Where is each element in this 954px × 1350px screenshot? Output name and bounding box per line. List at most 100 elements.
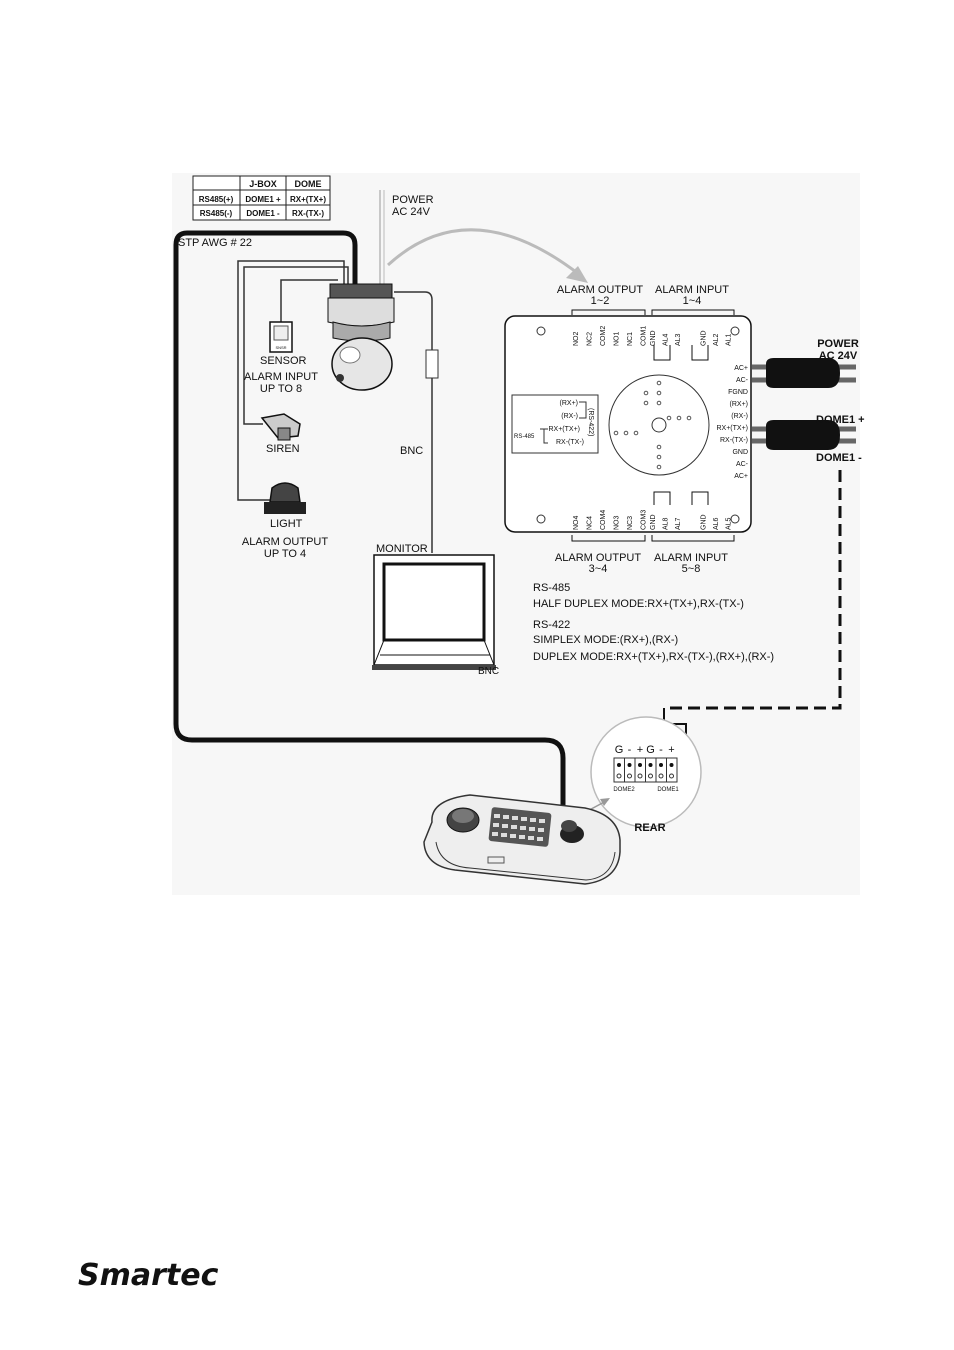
rear-terminal-block: G-+G-+ xyxy=(613,744,678,783)
monitor-label: MONITOR xyxy=(376,543,428,555)
sensor-label: SENSOR xyxy=(260,355,307,367)
mode-simplex: SIMPLEX MODE:(RX+),(RX-) xyxy=(533,634,678,646)
terminal-pin-label: AL2 xyxy=(713,333,720,346)
bnc-label: BNC xyxy=(400,445,423,457)
dome1-plus-label: DOME1 + xyxy=(816,414,865,426)
terminal-pin-label: COM4 xyxy=(600,510,607,530)
right-pin-label: (RX+) xyxy=(730,401,748,408)
rear-terminal-hole xyxy=(648,773,653,779)
rear-label: REAR xyxy=(634,822,665,834)
board-brackets-bottom xyxy=(571,535,735,542)
mode-rs485: RS-485 xyxy=(533,582,570,594)
curved-arrow xyxy=(386,228,581,277)
terminal-pin-label: GND xyxy=(701,514,708,530)
terminal-pin-label: AL6 xyxy=(713,517,720,530)
power-top-voltage: AC 24V xyxy=(392,206,431,218)
light-icon xyxy=(264,482,306,514)
board-alarm-input-top-range: 1~4 xyxy=(683,295,702,307)
rear-terminal-label: G xyxy=(615,744,624,756)
rear-terminal-hole xyxy=(637,773,643,779)
table-cell: RX-(TX-) xyxy=(292,209,324,218)
board-alarm-output-bottom: ALARM OUTPUT xyxy=(555,552,641,564)
terminal-pin-label: NC1 xyxy=(627,332,634,346)
diagram-background xyxy=(172,173,860,895)
rear-terminal-label: + xyxy=(668,744,674,756)
bnc-connector xyxy=(425,349,439,379)
screw-hole xyxy=(536,514,546,524)
rs485-main-cable xyxy=(173,230,566,826)
rear-terminal-hole xyxy=(669,773,674,779)
terminal-pin-label: AL7 xyxy=(675,517,682,530)
rear-terminal xyxy=(666,757,678,783)
right-pin-label: GND xyxy=(732,449,748,456)
terminal-pin-label: NO2 xyxy=(573,332,580,347)
rear-terminal-screw xyxy=(659,763,663,767)
rear-terminal-label: - xyxy=(628,744,632,756)
mode-rs422: RS-422 xyxy=(533,619,570,631)
table-header-dome: DOME xyxy=(295,179,322,189)
right-pin-label: RX-(TX-) xyxy=(720,437,748,444)
terminal-pin-label: AL3 xyxy=(675,333,682,346)
terminal-pin-label: COM2 xyxy=(600,326,607,346)
table-cell: RX+(TX+) xyxy=(290,195,326,204)
board-alarm-input-bottom-range: 5~8 xyxy=(682,563,701,575)
rear-terminal-screw xyxy=(627,763,632,767)
comm-rs422: (RS-422) xyxy=(587,408,594,436)
right-pin-label: RX+(TX+) xyxy=(716,425,748,432)
right-pin-label: AC- xyxy=(736,461,749,468)
wiring-table xyxy=(192,175,331,221)
power-cable xyxy=(752,358,856,388)
power-right-label: POWER xyxy=(817,338,859,350)
table-cell: RS485(+) xyxy=(199,195,234,204)
table-cell: DOME1 + xyxy=(245,195,281,204)
comm-wiring-box xyxy=(511,394,599,454)
power-top-label: POWER xyxy=(392,194,434,206)
terminal-pin-label: COM3 xyxy=(641,510,648,530)
rear-terminal-screw xyxy=(648,763,653,767)
board-alarm-output-bottom-range: 3~4 xyxy=(589,563,608,575)
smartec-logo: Smartec xyxy=(78,1258,219,1293)
rear-terminal-label: G xyxy=(646,744,655,756)
alarm-output-upto-line2: UP TO 4 xyxy=(264,548,306,560)
terminal-pin-label: COM1 xyxy=(641,326,648,346)
rear-terminal-screw xyxy=(669,763,674,767)
screw-hole xyxy=(730,326,740,336)
dome-camera xyxy=(327,283,395,391)
rear-terminal-screw xyxy=(638,763,642,767)
right-pin-label: AC- xyxy=(736,377,749,384)
table-cell: DOME1 - xyxy=(246,209,280,218)
terminal-pin-label: AL1 xyxy=(726,333,733,346)
terminal-pin-label: AL4 xyxy=(663,333,670,346)
terminal-pin-label: AL5 xyxy=(726,517,733,530)
terminal-pin-label: AL8 xyxy=(663,517,670,530)
bnc-cable xyxy=(394,291,433,350)
curved-arrow-head xyxy=(566,266,588,283)
comm-line: RX-(TX-) xyxy=(556,439,584,446)
dome1-cable xyxy=(752,420,856,450)
power-right-voltage: AC 24V xyxy=(819,350,858,362)
sensor-icon xyxy=(269,321,293,353)
light-label: LIGHT xyxy=(270,518,303,530)
right-pin-label: FGND xyxy=(728,389,748,396)
comm-line: (RX+) xyxy=(560,400,578,407)
right-terminal-pins: AC+AC-FGND(RX+)(RX-)RX+(TX+)RX-(TX-)GNDA… xyxy=(716,365,748,480)
rear-terminal-hole xyxy=(627,773,632,779)
rear-terminal-label: + xyxy=(637,744,643,756)
table-header-jbox: J-BOX xyxy=(249,179,277,189)
terminal-pin-label: NO3 xyxy=(614,516,621,531)
right-pin-label: AC+ xyxy=(734,473,748,480)
terminal-pin-label: NC3 xyxy=(627,516,634,530)
mode-half-duplex: HALF DUPLEX MODE:RX+(TX+),RX-(TX-) xyxy=(533,598,744,610)
siren-icon xyxy=(260,413,301,441)
terminal-pin-label: GND xyxy=(650,330,657,346)
comm-rs485: RS-485 xyxy=(514,434,535,440)
terminal-pin-label: GND xyxy=(701,330,708,346)
rear-terminal-screw xyxy=(617,763,621,767)
alarm-input-upto-line2: UP TO 8 xyxy=(260,383,302,395)
comm-line: RX+(TX+) xyxy=(548,426,580,433)
rear-terminal-label: - xyxy=(659,744,663,756)
screw-hole xyxy=(536,326,546,336)
